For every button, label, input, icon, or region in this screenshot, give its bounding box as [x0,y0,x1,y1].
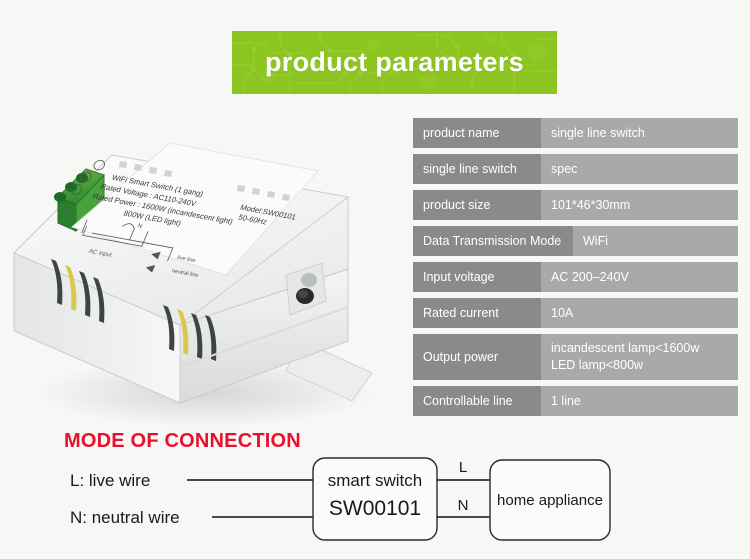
spec-label: product name [413,118,541,148]
output-label-n: N [458,497,469,514]
table-row: Data Transmission Mode WiFi [413,226,738,256]
spec-label: Data Transmission Mode [413,226,573,256]
table-row: product size 101*46*30mm [413,190,738,220]
mode-of-connection-title: MODE OF CONNECTION [64,430,301,452]
top-vents [119,161,290,201]
spec-label: Output power [413,334,541,380]
table-row: product name single line switch [413,118,738,148]
circuit-pattern-icon [232,31,557,94]
body-seam [179,306,349,368]
spec-label: Controllable line [413,386,541,416]
spec-value: AC 200–240V [541,262,738,292]
spec-label: product size [413,190,541,220]
product-label: WiFi Smart Switch (1 gang) Model:SW00101… [70,142,319,279]
svg-text:live line: live line [176,255,196,264]
table-row: Rated current 10A [413,298,738,328]
spec-value: single line switch [541,118,738,148]
spec-value: WiFi [573,226,738,256]
spec-value: 101*46*30mm [541,190,738,220]
svg-text:neutral line: neutral line [171,268,200,278]
spec-label: Input voltage [413,262,541,292]
spec-label: Rated current [413,298,541,328]
spec-value: 10A [541,298,738,328]
smart-switch-box [312,457,438,541]
spec-value: 1 line [541,386,738,416]
table-row: Input voltage AC 200–240V [413,262,738,292]
button-recess [285,262,327,316]
smart-switch-line2: SW00101 [329,497,421,520]
spec-value: spec [541,154,738,184]
live-wire-label: L: live wire [70,471,151,490]
table-row: Controllable line 1 line [413,386,738,416]
label-schematic: N AC input live line neutral line [70,159,200,279]
spec-label: single line switch [413,154,541,184]
terminal-screws [54,173,88,202]
home-appliance-label: home appliance [497,492,603,509]
vent-slots-right [163,305,217,361]
vent-slots-left [51,259,105,323]
svg-text:AC input: AC input [88,249,113,259]
table-row: single line switch spec [413,154,738,184]
product-parameters-banner: product parameters [232,31,557,94]
neutral-wire-label: N: neutral wire [70,508,180,527]
spec-value: incandescent lamp<1600w LED lamp<800w [541,334,738,380]
smart-switch-line1: smart switch [328,471,422,490]
svg-text:N: N [136,223,143,229]
home-appliance-box [489,459,611,541]
specification-table: product name single line switch single l… [413,118,738,422]
table-row: Output power incandescent lamp<1600w LED… [413,334,738,380]
product-photo: WiFi Smart Switch (1 gang) Model:SW00101… [13,142,375,427]
banner-title: product parameters [265,47,524,77]
output-label-l: L [459,459,467,476]
led-indicator [301,273,317,287]
connection-diagram: smart switch SW00101 L N home appliance [187,457,611,541]
